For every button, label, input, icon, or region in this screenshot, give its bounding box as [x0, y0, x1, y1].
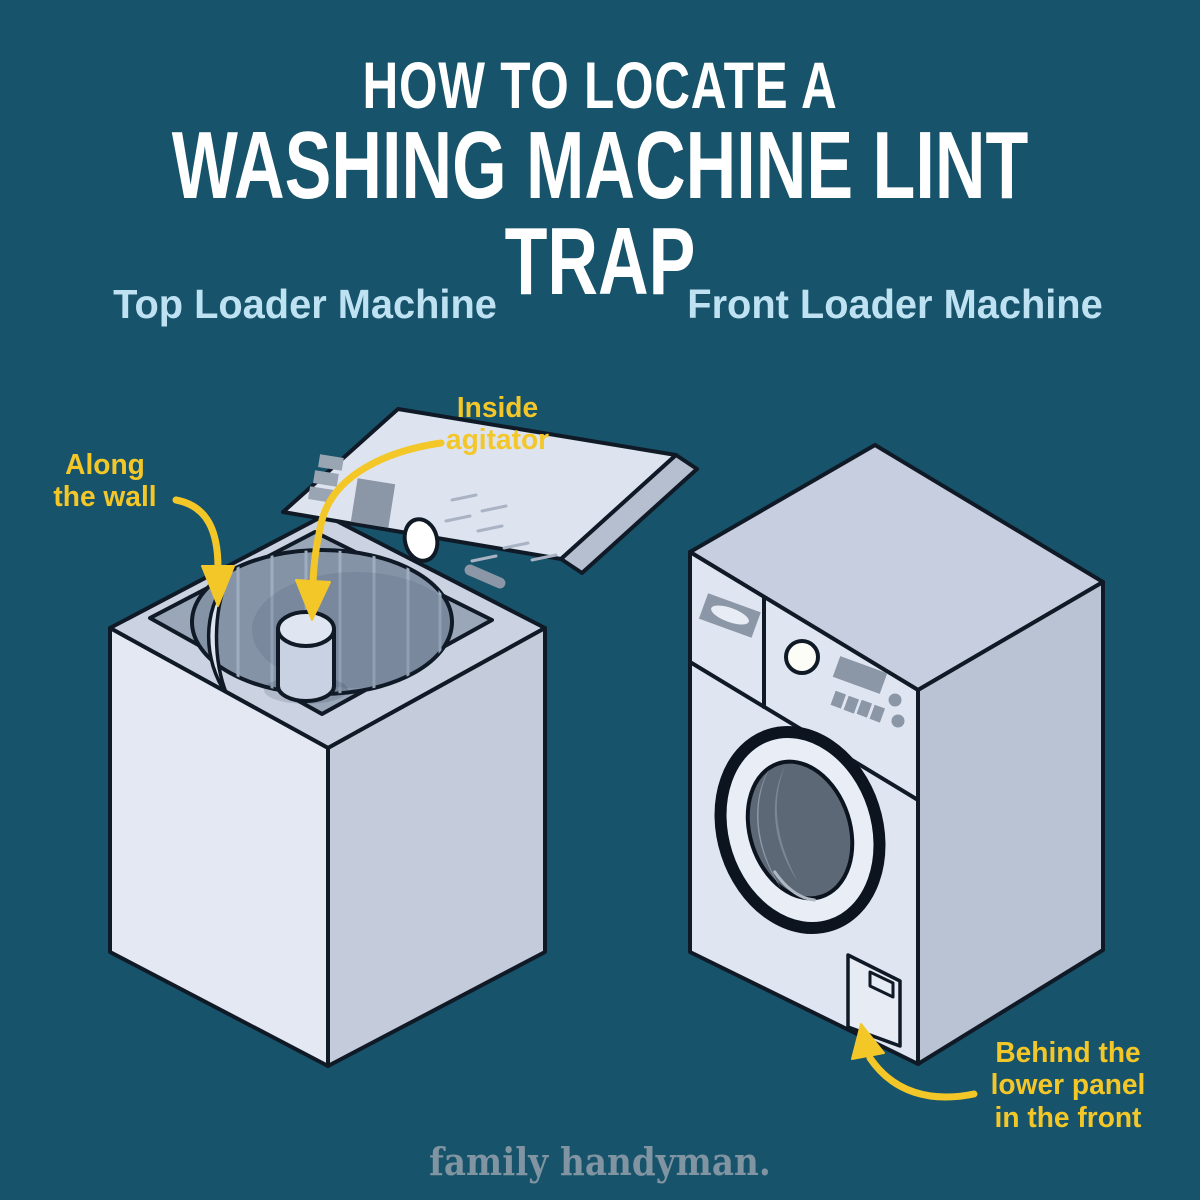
detergent-drawer — [698, 593, 761, 638]
front-loader-heading: Front Loader Machine — [687, 281, 1103, 327]
right-face — [916, 580, 1105, 1066]
front-loader-illustration — [688, 443, 1105, 1066]
inside-agitator-arrowhead — [295, 579, 331, 621]
agitator-cap — [276, 610, 336, 648]
lid-controls — [308, 454, 558, 589]
front-door — [714, 725, 886, 935]
inside-agitator-arrow-line — [309, 439, 445, 587]
panel-latch — [868, 970, 895, 999]
behind-panel-label: Behind the lower panel in the front — [990, 1037, 1146, 1134]
inside-agitator-label: Inside agitator — [445, 392, 550, 457]
program-knob — [784, 639, 820, 675]
top-loader-heading: Top Loader Machine — [113, 281, 497, 327]
lid-handle-pill — [464, 564, 506, 589]
lid-knob — [402, 517, 440, 563]
title-line-1: HOW TO LOCATE A — [362, 48, 838, 122]
along-wall-arrowhead — [201, 565, 235, 607]
display-cluster — [830, 656, 905, 728]
cabinet-right-face — [326, 626, 547, 1068]
top-loader-illustration — [108, 407, 699, 1068]
agitator-body — [276, 628, 336, 703]
title-line-2: WASHING MACHINE LINT TRAP — [171, 112, 1029, 315]
open-lid — [281, 407, 699, 589]
along-wall-label: Along the wall — [53, 449, 157, 514]
along-wall-arrow-line — [172, 496, 222, 572]
lid-thickness — [559, 453, 699, 575]
family-handyman-logo: family handyman. — [429, 1139, 771, 1184]
behind-panel-arrow-line — [866, 1054, 978, 1101]
callout-arrows — [172, 439, 978, 1101]
door-glass — [745, 759, 855, 901]
behind-panel-arrowhead — [851, 1023, 885, 1060]
